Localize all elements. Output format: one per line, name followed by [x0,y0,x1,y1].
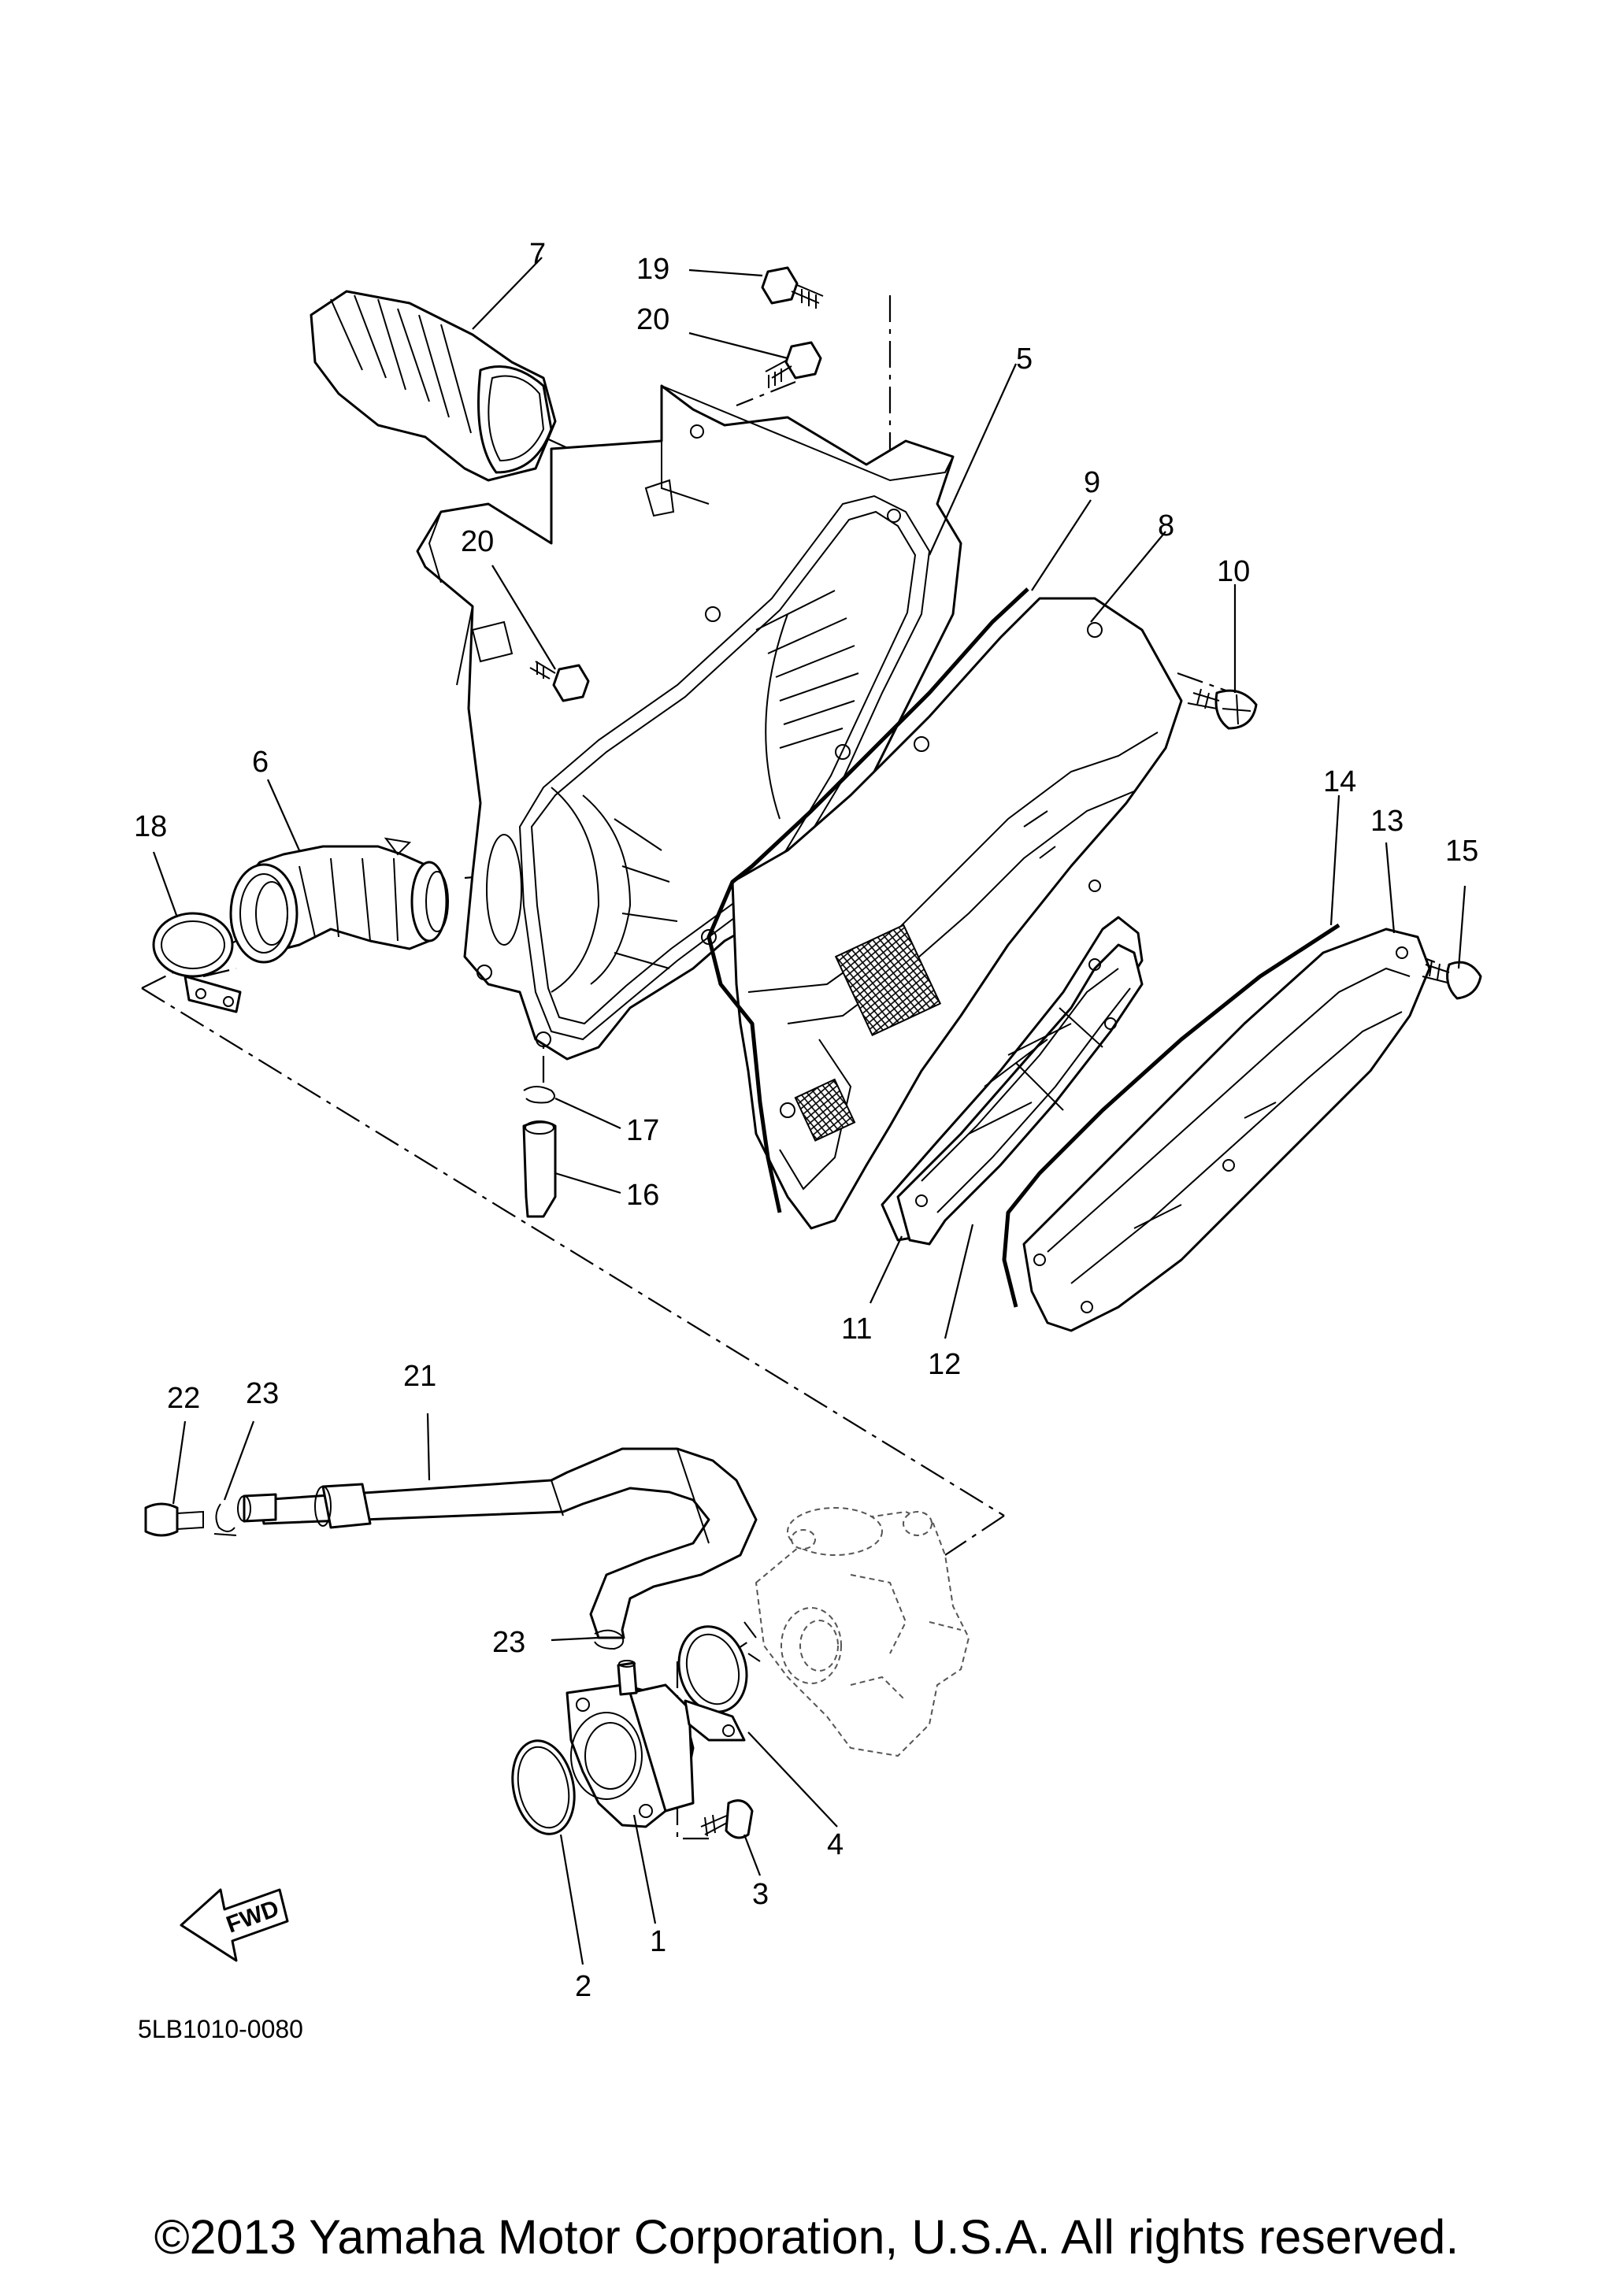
screw-10 [1187,688,1258,730]
air-filter-cap [731,597,1183,1230]
callout-17: 17 [626,1114,659,1147]
callout-4: 4 [827,1828,844,1861]
callout-19: 19 [636,253,669,286]
callout-5: 5 [1016,343,1033,376]
callout-9: 9 [1084,466,1100,499]
callout-numbers: 7 19 20 5 9 8 10 20 6 18 14 13 15 17 16 … [134,238,1478,2003]
clip-23-right [594,1629,625,1650]
cap-gasket-9 [706,587,1029,1213]
callout-22: 22 [167,1382,200,1415]
callout-20-lower: 20 [461,525,494,558]
plug-22 [144,1502,204,1537]
callout-8: 8 [1158,509,1174,543]
hose-clamp-18 [152,912,242,1013]
callout-23-right: 23 [492,1626,525,1659]
callout-7: 7 [529,238,546,271]
screw-15 [1422,960,1482,1000]
callout-6: 6 [252,746,269,779]
forward-arrow-icon: FWD [180,1888,289,1962]
callout-12: 12 [928,1348,961,1381]
callout-14: 14 [1323,765,1356,798]
leader-lines [152,257,1467,1965]
copyright-notice: ©2013 Yamaha Motor Corporation, U.S.A. A… [154,2210,1459,2264]
element-frame-12 [896,943,1144,1246]
callout-2: 2 [575,1970,591,2003]
callout-23-left: 23 [246,1377,279,1410]
callout-20-upper: 20 [636,303,669,336]
callout-13: 13 [1370,805,1403,838]
cover-seal-14 [1002,923,1340,1308]
callout-18: 18 [134,810,167,843]
callout-3: 3 [752,1878,769,1911]
drain-plug-16 [522,1120,557,1218]
joint-flange-1 [565,1660,695,1828]
callout-11: 11 [841,1313,872,1346]
callout-10: 10 [1217,555,1250,588]
hose-clamp-4 [677,1621,761,1742]
o-ring-2 [511,1739,576,1835]
callout-21: 21 [403,1360,436,1393]
callout-1: 1 [650,1925,666,1958]
breather-hose-21 [237,1447,758,1639]
clip-17 [523,1086,555,1104]
cover-13 [1022,928,1431,1332]
intake-duct-boot [310,290,557,482]
bolt-20-lower [529,661,590,702]
bolt-19 [761,266,824,309]
bolt-20-upper [765,341,822,388]
carburetor-phantom [755,1507,970,1757]
air-filter-case [416,384,962,1061]
figure-code: 5LB1010-0080 [138,2015,303,2043]
carburetor-joint [229,837,449,964]
clip-23-left [213,1503,237,1536]
callout-15: 15 [1445,835,1478,868]
bolt-3 [700,1799,754,1839]
callout-16: 16 [626,1179,659,1212]
